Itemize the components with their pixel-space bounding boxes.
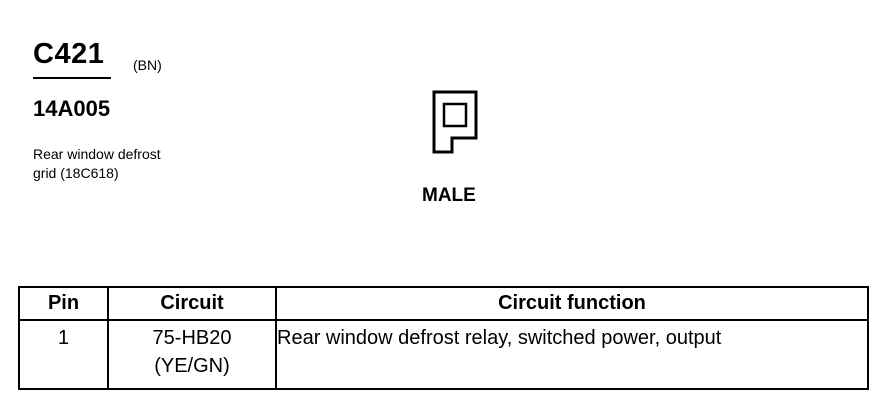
part-number: 14A005 bbox=[33, 96, 111, 121]
circuit-code: 75-HB20 bbox=[152, 327, 232, 349]
connector-color-code: (BN) bbox=[133, 57, 162, 73]
header-circuit: Circuit bbox=[107, 286, 277, 321]
header-circuit-function: Circuit function bbox=[275, 286, 869, 321]
pinout-table: Pin Circuit Circuit function 1 75-HB20 (… bbox=[18, 286, 869, 390]
table-row: 1 75-HB20 (YE/GN) Rear window defrost re… bbox=[18, 319, 869, 390]
circuit-function-cell: Rear window defrost relay, switched powe… bbox=[275, 319, 869, 390]
connector-id: C421 bbox=[33, 38, 105, 70]
circuit-cell: 75-HB20 (YE/GN) bbox=[107, 319, 277, 390]
header-pin: Pin bbox=[18, 286, 109, 321]
pin-cell: 1 bbox=[18, 319, 109, 390]
table-header-row: Pin Circuit Circuit function bbox=[18, 286, 869, 321]
description-line: grid (18C618) bbox=[33, 165, 119, 181]
connector-face-icon bbox=[432, 90, 478, 154]
connector-gender-label: MALE bbox=[422, 185, 476, 206]
wire-color: (YE/GN) bbox=[154, 355, 230, 377]
connector-description: Rear window defrost grid (18C618) bbox=[33, 145, 161, 183]
connector-id-underline bbox=[33, 77, 111, 79]
description-line: Rear window defrost bbox=[33, 146, 161, 162]
